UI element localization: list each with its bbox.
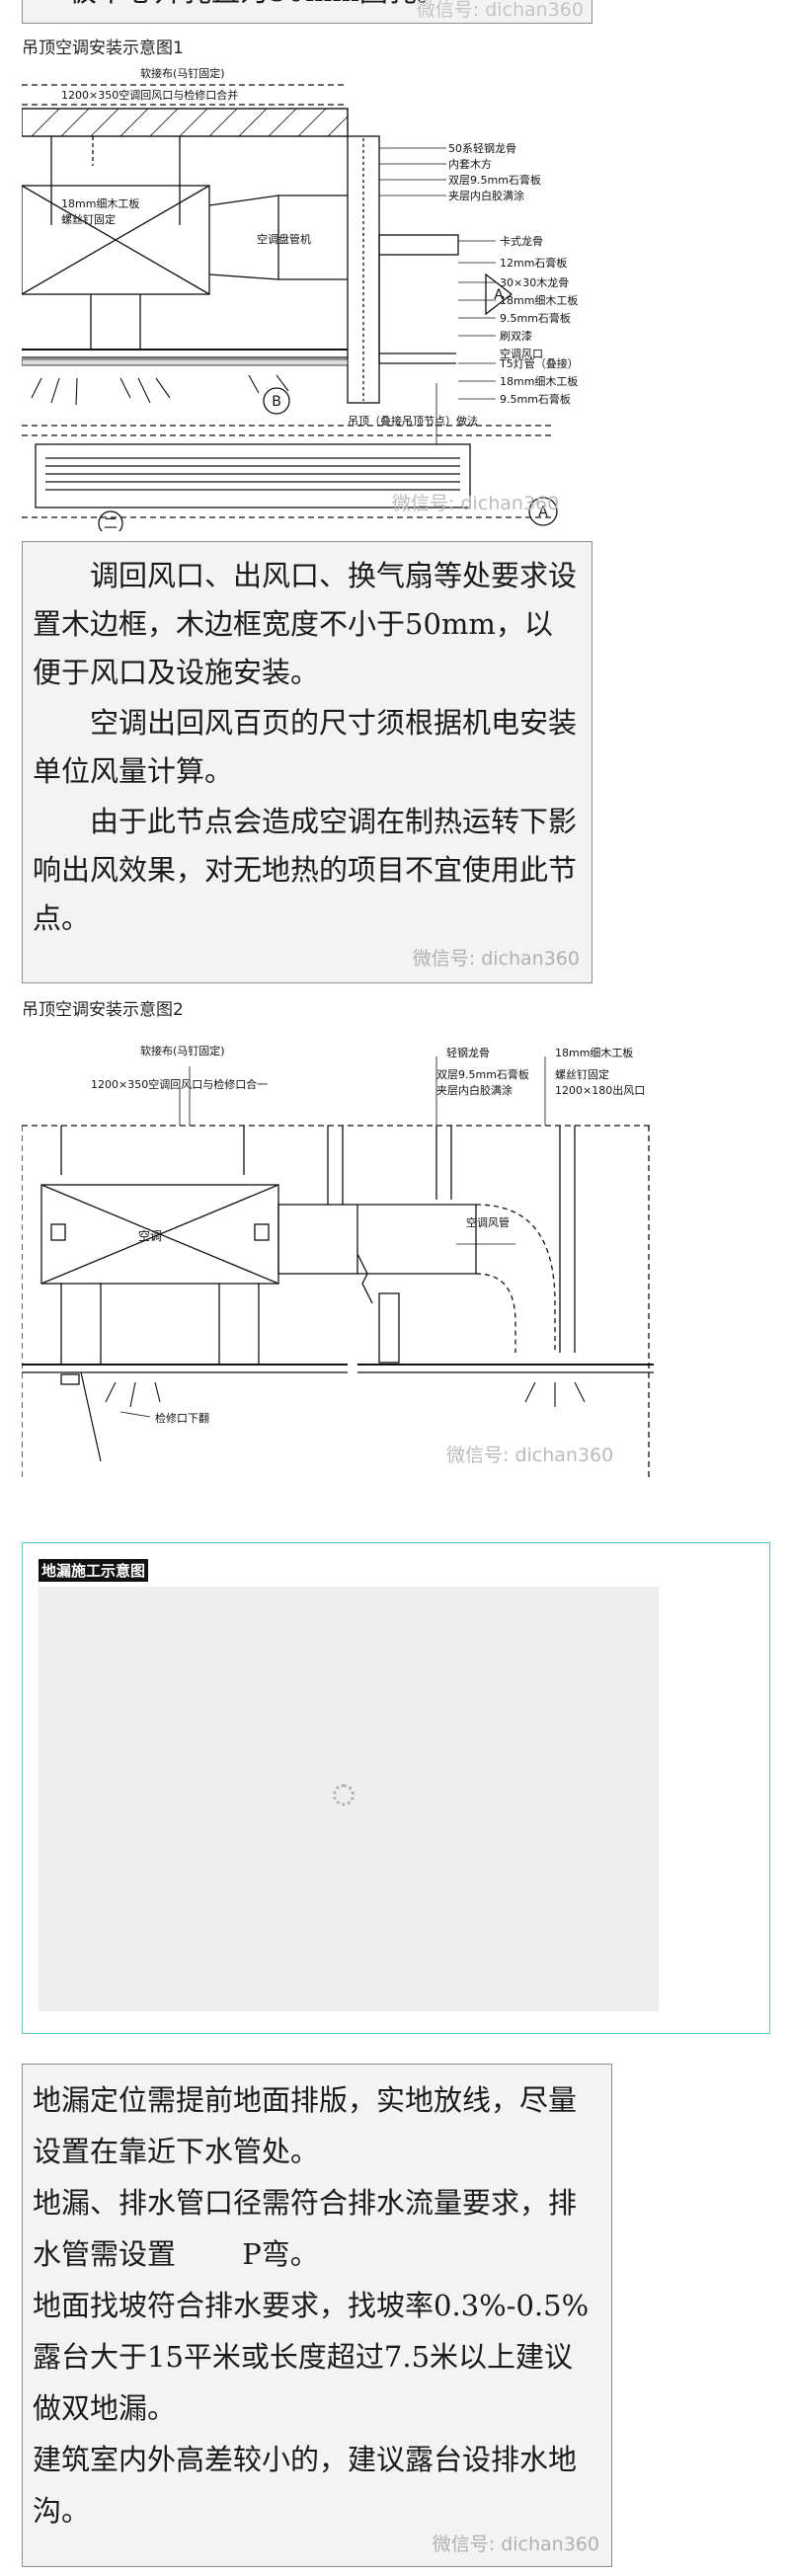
fig2-label-glue: 夹层内白胶满涂	[436, 1083, 513, 1097]
fig2-label-hanger: 软接布(马钉固定)	[140, 1044, 225, 1057]
fig1-label-t5: T5灯管（叠接）	[499, 356, 579, 370]
text-line: 设置在靠近下水管处。	[33, 2135, 320, 2168]
figure3-frame: 地漏施工示意图	[22, 1542, 770, 2034]
text-line: 建筑室内外高差较小的，建议露台设排水地	[33, 2443, 578, 2476]
text-line: 地漏、排水管口径需符合排水流量要求，排	[33, 2186, 578, 2220]
fig2-label-unit: 空调	[138, 1229, 162, 1243]
fig1-label-wood18: 18mm细木工板	[61, 196, 139, 210]
fig2-label-double-gypsum: 双层9.5mm石膏板	[436, 1067, 529, 1081]
text-line: 沟。	[33, 2494, 91, 2528]
fig1-label-hanger: 软接布(马钉固定)	[140, 66, 225, 80]
top-text-box: 板中心开孔直为50mm圆孔。 微信号: dichan360	[22, 0, 592, 24]
fig2-label-screw: 螺丝钉固定	[555, 1067, 609, 1081]
fig1-label-u-keel: 卡式龙骨	[500, 235, 543, 248]
fig1-label-light-keel: 50系轻钢龙骨	[448, 141, 516, 155]
fig2-label-outlet: 1200×180出风口	[555, 1083, 645, 1097]
fig1-marker-b: B	[272, 394, 281, 410]
figure1-caption: 吊顶空调安装示意图1	[22, 39, 184, 58]
text-line: 露台大于15平米或长度超过7.5米以上建议	[33, 2340, 574, 2374]
fig2-label-wood: 18mm细木工板	[555, 1046, 633, 1059]
fig1-label-gypsum9b: 9.5mm石膏板	[500, 392, 571, 406]
text-box-1: 调回风口、出风口、换气扇等处要求设置木边框，木边框宽度不小于50mm，以便于风口…	[22, 541, 592, 983]
paragraph: 由于此节点会造成空调在制热运转下影响出风效果，对无地热的项目不宜使用此节点。	[33, 805, 578, 935]
fig2-label-ac-duct: 空调风管	[466, 1215, 510, 1229]
figure2-caption: 吊顶空调安装示意图2	[22, 1000, 184, 1020]
text-line: 做双地漏。	[33, 2391, 177, 2425]
fig2-label-return-vent: 1200×350空调回风口与检修口合一	[91, 1077, 268, 1091]
fig1-label-glue: 夹层内白胶满涂	[448, 189, 524, 202]
fig1-label-return-vent: 1200×350空调回风口与检修口合并	[61, 88, 238, 102]
fig2-label-light-keel: 轻钢龙骨	[446, 1046, 490, 1059]
fig1-label-screw: 螺丝钉固定	[61, 212, 116, 226]
fig1-label-gypsum12: 12mm石膏板	[500, 256, 567, 270]
paragraph: 调回风口、出风口、换气扇等处要求设置木边框，木边框宽度不小于50mm，以便于风口…	[33, 559, 578, 689]
figure2-drawing: 软接布(马钉固定) 1200×350空调回风口与检修口合一 轻钢龙骨 双层9.5…	[22, 1044, 654, 1481]
fig1-label-double-gypsum: 双层9.5mm石膏板	[448, 173, 541, 187]
text-box-2: 地漏定位需提前地面排版，实地放线，尽量 设置在靠近下水管处。 地漏、排水管口径需…	[22, 2064, 612, 2567]
fig2-label-access: 检修口下翻	[155, 1411, 209, 1425]
watermark: 微信号: dichan360	[446, 1444, 613, 1466]
text-line: 水管需设置 P弯。	[33, 2237, 319, 2271]
fig1-label-ac-outlet: 空调风口	[500, 347, 543, 360]
fig1-label-rebar: 吊顶（叠接吊顶节点）做法	[348, 414, 478, 428]
watermark: 微信号: dichan360	[412, 948, 580, 970]
fig1-label-gypsum9: 9.5mm石膏板	[500, 311, 571, 325]
watermark: 微信号: dichan360	[432, 2534, 599, 2555]
fig1-label-internal: 内套木方	[448, 157, 492, 171]
figure3-caption: 地漏施工示意图	[39, 1559, 149, 1582]
watermark: 微信号: dichan360	[392, 493, 559, 514]
text-line: 地面找坡符合排水要求，找坡率0.3%-0.5%	[33, 2289, 590, 2322]
fig1-label-wood18b: 18mm细木工板	[500, 293, 578, 307]
fig1-marker-a: A	[538, 505, 548, 520]
loading-spinner-icon	[333, 1784, 355, 1806]
figure1-drawing: 软接布(马钉固定) 1200×350空调回风口与检修口合并 50系轻钢龙骨 内套…	[22, 66, 579, 531]
fig1-label-ac-duct: 空调盘管机	[257, 232, 311, 246]
fig1-label-wood18c: 18mm细木工板	[500, 374, 578, 388]
fig1-marker-a-big: A	[494, 287, 504, 303]
text-line: 地漏定位需提前地面排版，实地放线，尽量	[33, 2083, 578, 2117]
fig1-label-paint: 刷双漆	[500, 330, 532, 343]
top-text: 板中心开孔直为50mm圆孔。	[68, 0, 445, 16]
image-placeholder	[39, 1587, 659, 2011]
watermark: 微信号: dichan360	[416, 0, 584, 21]
fig1-label-wood-keel: 30×30木龙骨	[500, 276, 569, 289]
paragraph: 空调出回风百页的尺寸须根据机电安装单位风量计算。	[33, 706, 578, 788]
fig1-marker-c: 二	[104, 516, 118, 531]
